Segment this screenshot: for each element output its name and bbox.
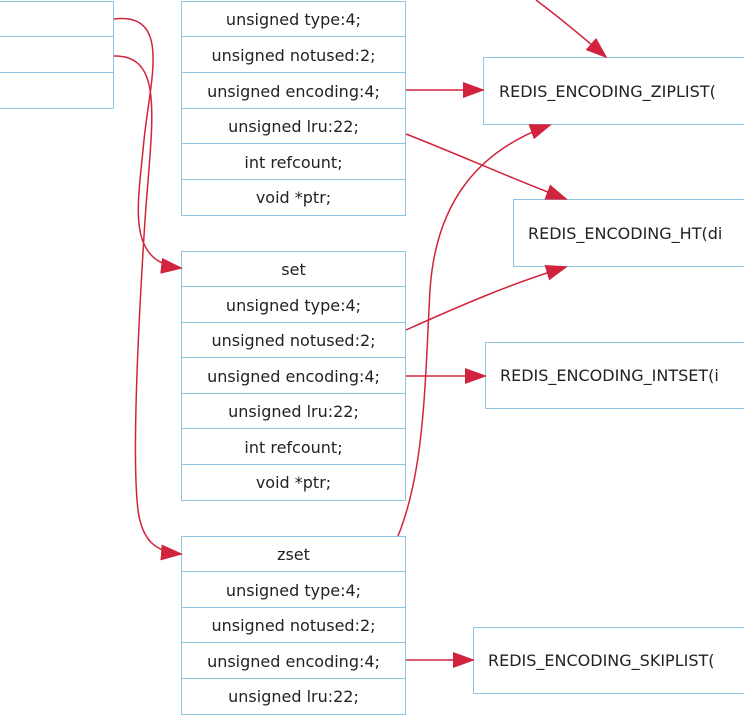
set-object-lru-field: unsigned lru:22; [181,393,406,430]
zset-object-notused-field: unsigned notused:2; [181,607,406,644]
arrow-pointer-slot-1-to-set [113,17,183,274]
arrow-top-lru-to-ht [405,133,568,200]
zset-object-type-field: unsigned type:4; [181,571,406,609]
arrow-incoming-to-ziplist [535,0,608,59]
encoding-ziplist-label: REDIS_ENCODING_ZIPLIST( [499,81,716,101]
set-object-notused-field: unsigned notused:2; [181,322,406,359]
encoding-skiplist-label: REDIS_ENCODING_SKIPLIST( [488,651,715,670]
set-object-title: set [181,251,406,288]
top-object-lru-field: unsigned lru:22; [181,108,406,145]
top-object-ptr-field: void *ptr; [181,179,406,216]
pointer-table-slot-3 [0,72,114,109]
encoding-ht-box: REDIS_ENCODING_HT(di [513,199,744,267]
encoding-intset-box: REDIS_ENCODING_INTSET(i [485,342,744,409]
arrow-zset-to-ziplist [397,124,552,537]
top-object-type-field: unsigned type:4; [181,1,406,38]
arrow-set-notused-to-ht [405,265,568,331]
pointer-table-slot-1 [0,1,114,38]
top-object-encoding-field: unsigned encoding:4; [181,72,406,110]
set-object-refcount-field: int refcount; [181,428,406,466]
zset-object-lru-field: unsigned lru:22; [181,678,406,715]
set-object-type-field: unsigned type:4; [181,286,406,324]
encoding-skiplist-box: REDIS_ENCODING_SKIPLIST( [473,627,744,694]
encoding-ziplist-box: REDIS_ENCODING_ZIPLIST( [483,57,744,125]
zset-object-encoding-field: unsigned encoding:4; [181,642,406,680]
set-object-encoding-field: unsigned encoding:4; [181,357,406,395]
encoding-intset-label: REDIS_ENCODING_INTSET(i [500,366,719,385]
arrow-pointer-slot-2-to-zset [113,55,183,561]
top-object-notused-field: unsigned notused:2; [181,36,406,74]
pointer-table-slot-2 [0,36,114,74]
set-object-ptr-field: void *ptr; [181,464,406,501]
zset-object-title: zset [181,536,406,573]
encoding-ht-label: REDIS_ENCODING_HT(di [528,223,723,243]
top-object-refcount-field: int refcount; [181,143,406,181]
